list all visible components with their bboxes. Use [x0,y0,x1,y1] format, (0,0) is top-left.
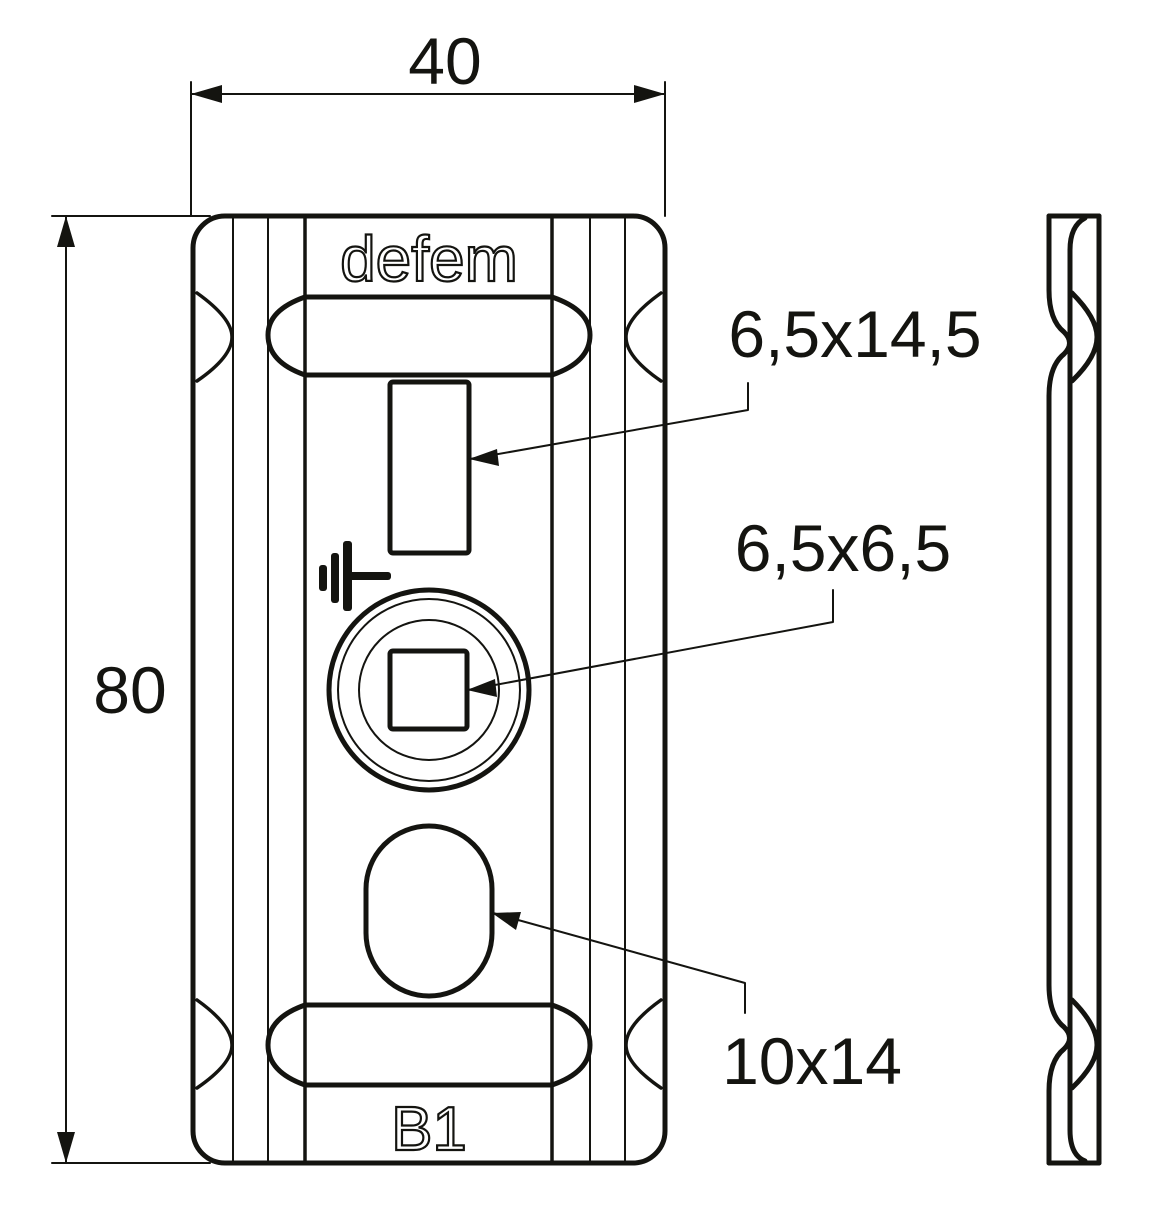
ground-bar-mid [331,553,339,603]
top-slot [265,294,593,378]
notch-bottom-left [195,998,234,1090]
plate-outline [190,213,668,1166]
ground-bar-short [319,565,327,591]
leader-arrowhead-icon [467,679,497,697]
arrowhead-down-icon [57,1132,75,1163]
leader-line [469,382,749,460]
boss-middle-ring [337,598,521,782]
profile-front-edge [1046,213,1072,1166]
ground-icon [319,541,391,611]
side-profile-view [1046,213,1102,1166]
notch-bottom-right [624,998,663,1090]
callout-label-square-hole: 6,5x6,5 [735,511,952,585]
height-dimension: 80 [51,215,211,1164]
arrowhead-up-icon [57,216,75,247]
callout-label-rect-slot: 6,5x14,5 [728,297,981,371]
callout-rect-slot: 6,5x14,5 [469,297,982,466]
leader-line [467,589,834,691]
square-hole [387,648,470,732]
top-slot-outline [265,294,593,378]
width-dimension: 40 [190,24,666,217]
rect-slot-hole [387,379,472,556]
height-label: 80 [93,653,166,727]
oval-hole [363,823,495,999]
notch-top-right [624,291,663,383]
bottom-slot [265,1002,593,1088]
profile-bump-bottom [1069,997,1100,1091]
width-label: 40 [408,24,481,98]
boss-outer-ring [326,587,532,793]
front-view: defem B1 [190,213,668,1166]
model-engraving: B1 [391,1095,467,1164]
profile-inner-line [1067,215,1088,1164]
arrowhead-left-icon [191,85,222,103]
brand-engraving: defem [340,223,518,295]
ground-stem [347,572,391,580]
round-boss [326,587,532,793]
leader-line [492,912,746,1014]
notch-top-left [195,291,234,383]
leader-arrowhead-icon [469,449,499,466]
boss-inner-ring [358,619,500,761]
callout-square-hole: 6,5x6,5 [467,511,951,697]
arrowhead-right-icon [634,85,665,103]
bottom-slot-outline [265,1002,593,1088]
leader-arrowhead-icon [492,912,521,930]
profile-bump-top [1069,290,1100,384]
callout-oval-hole: 10x14 [492,912,902,1098]
callout-label-oval-hole: 10x14 [722,1024,902,1098]
